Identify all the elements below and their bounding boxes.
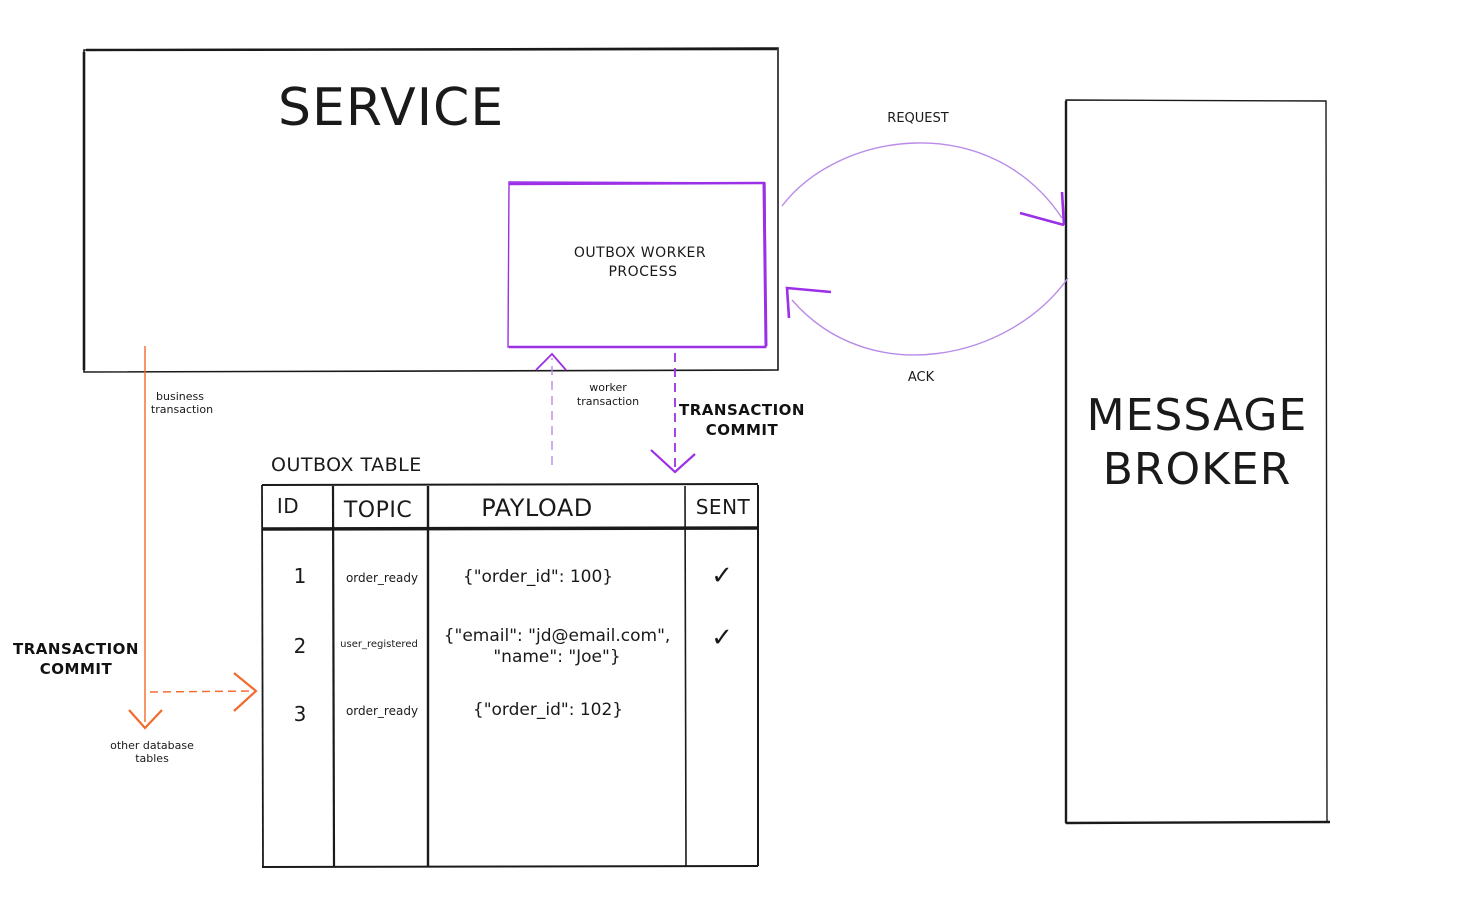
business-transaction-label-line1: business	[156, 390, 204, 403]
row-id: 1	[294, 564, 307, 588]
worker-label-line1: OUTBOX WORKER	[574, 245, 706, 261]
row-topic: order_ready	[346, 704, 418, 718]
row-id: 3	[294, 702, 307, 726]
other-tables-label-line2: tables	[135, 752, 169, 765]
worker-transaction-label-line1: worker	[589, 381, 627, 394]
worker-read-arrow	[535, 352, 567, 465]
worker-label-line2: PROCESS	[608, 264, 677, 280]
table-row: 3 order_ready {"order_id": 102}	[294, 700, 623, 726]
business-commit-label-line1: TRANSACTION	[13, 640, 139, 658]
broker-label-line2: BROKER	[1103, 444, 1292, 495]
row-sent-check-icon: ✓	[711, 623, 733, 653]
request-label: REQUEST	[887, 111, 948, 126]
row-topic: order_ready	[346, 571, 418, 585]
worker-commit-label-line1: TRANSACTION	[679, 401, 805, 419]
outbox-table	[261, 483, 759, 868]
row-payload-line1: {"email": "jd@email.com",	[444, 626, 671, 646]
business-transaction-label-line2: transaction	[151, 403, 213, 416]
business-commit-label-line2: COMMIT	[40, 660, 113, 678]
worker-process-box	[507, 181, 768, 349]
ack-arrow	[785, 277, 1069, 356]
request-arrow	[781, 142, 1066, 227]
business-transaction-arrow	[128, 346, 163, 730]
header-topic: TOPIC	[343, 498, 412, 523]
row-id: 2	[294, 634, 307, 658]
row-sent-check-icon: ✓	[711, 561, 733, 591]
service-title: SERVICE	[278, 78, 504, 138]
worker-commit-arrow	[650, 353, 696, 474]
header-payload: PAYLOAD	[481, 494, 593, 522]
commit-to-outbox-arrow	[149, 672, 258, 712]
row-payload: {"order_id": 102}	[473, 700, 623, 720]
header-id: ID	[277, 494, 299, 518]
broker-label-line1: MESSAGE	[1087, 390, 1308, 441]
worker-commit-label-line2: COMMIT	[706, 421, 779, 439]
table-row: 2 user_registered {"email": "jd@email.co…	[294, 623, 733, 667]
header-sent: SENT	[696, 495, 751, 519]
row-payload: {"order_id": 100}	[463, 567, 613, 587]
message-broker-box	[1064, 99, 1331, 825]
worker-transaction-label-line2: transaction	[577, 395, 639, 408]
outbox-table-title: OUTBOX TABLE	[271, 454, 422, 476]
other-tables-label-line1: other database	[110, 739, 194, 752]
row-topic: user_registered	[340, 639, 418, 650]
table-row: 1 order_ready {"order_id": 100} ✓	[294, 561, 733, 591]
service-box	[82, 47, 779, 373]
ack-label: ACK	[908, 370, 935, 385]
row-payload-line2: "name": "Joe"}	[493, 647, 620, 667]
